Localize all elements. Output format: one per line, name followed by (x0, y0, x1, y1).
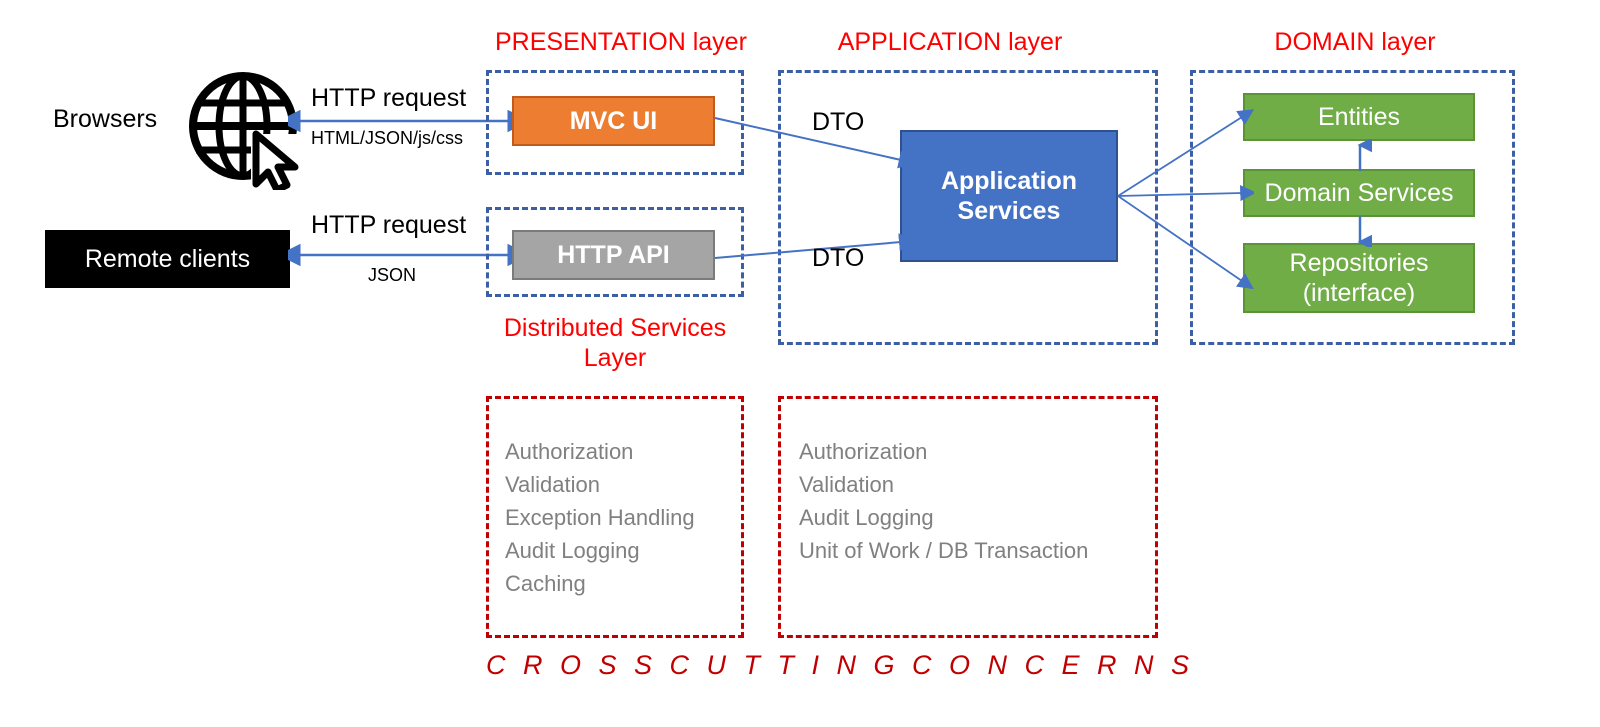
browser-request-label: HTTP request (311, 84, 467, 112)
distributed-services-concerns-container: Authorization Validation Exception Handl… (486, 396, 744, 638)
repositories-node[interactable]: Repositories (interface) (1243, 243, 1475, 313)
concern-item: Validation (799, 472, 894, 497)
application-layer-caption: APPLICATION layer (837, 28, 1063, 56)
globe-cursor-icon (188, 68, 308, 190)
cross-cutting-concerns-banner: C R O S S C U T T I N G C O N C E R N S (486, 650, 1195, 680)
concern-item: Authorization (505, 439, 634, 464)
application-concerns-container: Authorization Validation Audit Logging U… (778, 396, 1158, 638)
repositories-label-line2: (interface) (1302, 279, 1416, 307)
concern-item: Audit Logging (799, 505, 934, 530)
concern-item: Unit of Work / DB Transaction (799, 538, 1089, 563)
http-api-node[interactable]: HTTP API (512, 230, 715, 280)
remote-api-arrow (288, 242, 520, 268)
application-services-label-line2: Services (957, 197, 1061, 225)
repositories-label: Repositories (interface) (1290, 248, 1429, 308)
presentation-layer-api-container (486, 207, 744, 297)
domainservices-to-repositories-arrow (1348, 214, 1372, 247)
application-services-label: Application Services (941, 166, 1077, 226)
domain-layer-caption: DOMAIN layer (1274, 28, 1436, 56)
presentation-layer-mvc-container (486, 70, 744, 175)
remote-clients-box: Remote clients (45, 230, 290, 288)
application-services-node[interactable]: Application Services (900, 130, 1118, 262)
api-to-appservices-arrow (713, 202, 913, 264)
entities-node[interactable]: Entities (1243, 93, 1475, 141)
domain-layer-container (1190, 70, 1515, 345)
browser-response-label: HTML/JSON/js/css (311, 128, 464, 148)
presentation-layer-caption: PRESENTATION layer (495, 28, 747, 56)
application-concern-list: Authorization Validation Audit Logging U… (781, 399, 1155, 567)
repositories-label-line1: Repositories (1289, 249, 1429, 277)
mvc-ui-label: MVC UI (569, 107, 658, 135)
domainservices-to-entities-arrow (1348, 139, 1372, 173)
remote-response-label: JSON (368, 265, 417, 285)
concern-item: Validation (505, 472, 600, 497)
mvc-ui-node[interactable]: MVC UI (512, 96, 715, 146)
distributed-services-layer-caption: Distributed Services Layer (503, 314, 727, 372)
concern-item: Audit Logging (505, 538, 640, 563)
concern-item: Exception Handling (505, 505, 695, 530)
browser-mvc-arrow (288, 108, 520, 134)
concern-item: Authorization (799, 439, 928, 464)
dto-top-label: DTO (812, 108, 865, 136)
entities-label: Entities (1318, 103, 1400, 131)
mvc-to-appservices-arrow (713, 110, 913, 170)
concern-item: Caching (505, 571, 586, 596)
remote-clients-label: Remote clients (84, 245, 251, 273)
appservices-to-domain-arrows (1114, 95, 1254, 295)
browsers-label: Browsers (53, 105, 158, 133)
http-api-label: HTTP API (557, 241, 670, 269)
application-layer-container (778, 70, 1158, 345)
remote-request-label: HTTP request (311, 211, 467, 239)
distributed-services-concern-list: Authorization Validation Exception Handl… (489, 399, 741, 600)
domain-services-node[interactable]: Domain Services (1243, 169, 1475, 217)
dto-bottom-label: DTO (812, 244, 865, 272)
application-services-label-line1: Application (940, 167, 1078, 195)
domain-services-label: Domain Services (1264, 179, 1454, 207)
